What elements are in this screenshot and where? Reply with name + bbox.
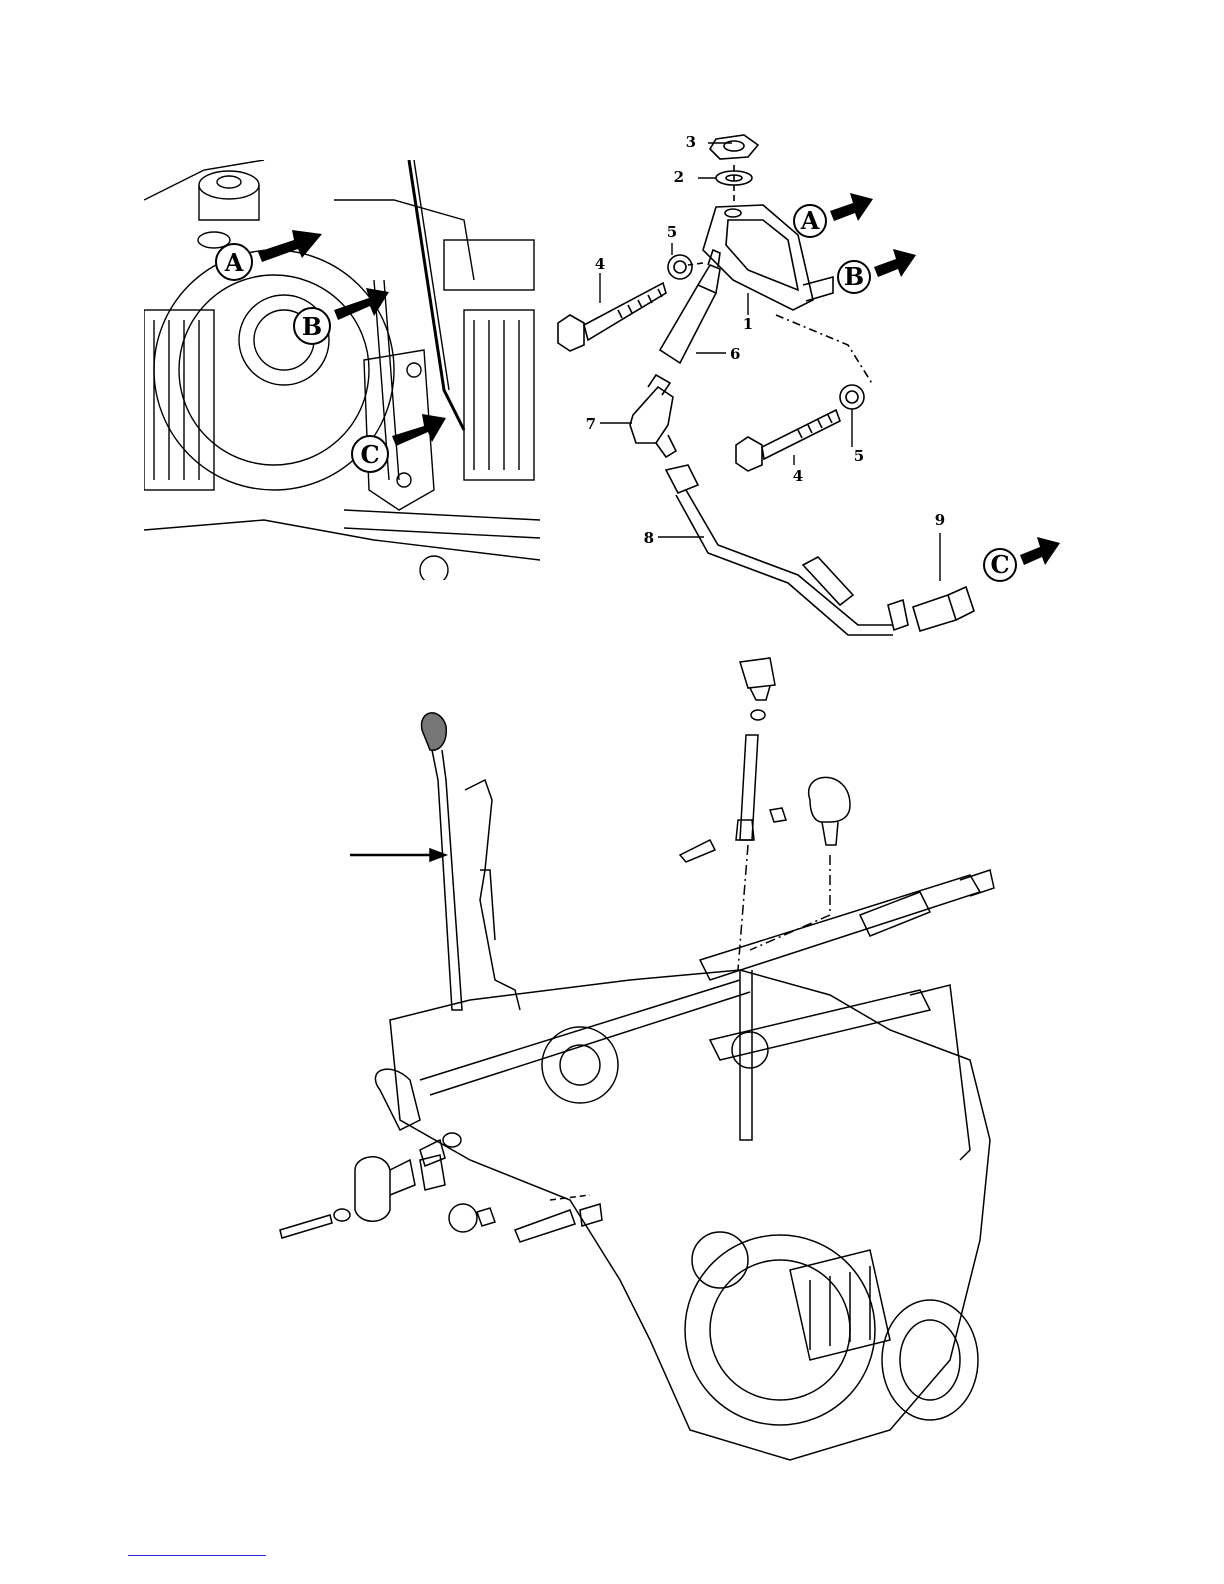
- footer-rule: [128, 1555, 266, 1556]
- part-number-label: 8: [644, 529, 654, 547]
- svg-text:A: A: [224, 248, 244, 277]
- svg-text:C: C: [990, 550, 1009, 579]
- arrow-right-icon: [430, 849, 446, 861]
- exploded-parts-view: 3 2 5 4 1 6 7 5 4 8 9 A B C: [548, 125, 1068, 637]
- arrow-right-icon: [830, 193, 873, 221]
- part-coupling: [660, 285, 716, 363]
- callout-c: C: [984, 537, 1060, 581]
- part-washer-lower: [840, 385, 864, 409]
- part-fitting: [913, 595, 956, 631]
- part-elbow: [630, 387, 673, 443]
- arrow-right-icon: [1020, 537, 1060, 565]
- part-number-label: 1: [743, 315, 753, 333]
- engine-view-illustration: A B C: [144, 160, 540, 580]
- svg-text:A: A: [800, 206, 820, 235]
- part-number-label: 7: [586, 415, 596, 433]
- arrow-right-icon: [874, 249, 916, 277]
- svg-text:B: B: [844, 262, 864, 291]
- part-nut: [710, 135, 758, 159]
- part-pipe: [666, 465, 698, 493]
- callout-a: A: [794, 193, 873, 237]
- part-number-label: 4: [793, 467, 803, 485]
- part-number-label: 2: [674, 168, 684, 186]
- part-bolt-lower: [736, 437, 762, 471]
- callout-b: B: [294, 288, 389, 344]
- part-bolt-upper: [558, 315, 584, 351]
- part-washer-upper: [668, 255, 692, 279]
- part-number-label: 6: [730, 345, 740, 363]
- part-number-label: 5: [854, 447, 864, 465]
- svg-text:C: C: [360, 440, 379, 469]
- part-number-label: 5: [667, 223, 677, 241]
- part-number-label: 4: [595, 255, 605, 273]
- callout-b: B: [838, 249, 916, 293]
- svg-text:B: B: [302, 312, 322, 341]
- arrow-right-icon: [392, 414, 446, 446]
- arrow-right-icon: [258, 230, 322, 262]
- transmission-assembly-illustration: [270, 640, 1030, 1490]
- part-number-label: 9: [935, 511, 945, 529]
- part-number-label: 3: [686, 133, 696, 151]
